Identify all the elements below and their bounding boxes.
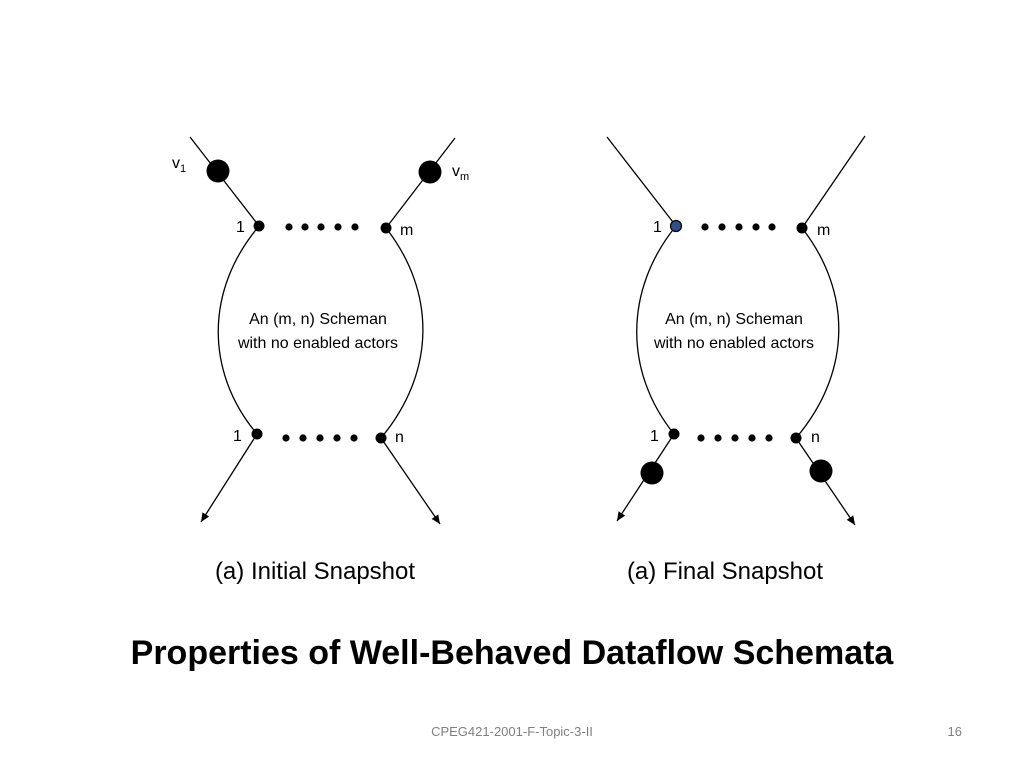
input-port-ellipsis	[285, 223, 359, 231]
footer-text: CPEG421-2001-F-Topic-3-II	[431, 724, 593, 739]
input-port-m	[380, 222, 392, 234]
input-port-1	[669, 219, 683, 233]
input-port-1	[253, 220, 265, 232]
input-port-ellipsis	[701, 223, 776, 231]
token-vm-label: vm	[452, 163, 469, 183]
input-arc-1	[606, 136, 677, 227]
slide-title: Properties of Well-Behaved Dataflow Sche…	[130, 634, 894, 672]
schema-description-line1: An (m, n) Scheman	[665, 311, 803, 328]
input-arc-m	[385, 137, 456, 229]
input-port-m	[796, 222, 808, 234]
input-port-1-label: 1	[653, 219, 662, 236]
schema-left-boundary	[217, 225, 260, 435]
schema-right-boundary	[795, 227, 840, 439]
output-port-1-label: 1	[233, 428, 242, 445]
output-token-n	[809, 459, 833, 483]
final-snapshot-diagram: 1 m An (m, n) Scheman with no enabled ac…	[606, 135, 866, 526]
schema-right-boundary	[380, 227, 424, 439]
output-port-n-label: n	[395, 429, 404, 446]
input-port-1-label: 1	[236, 219, 245, 236]
output-port-ellipsis	[697, 434, 773, 442]
output-port-ellipsis	[282, 434, 358, 442]
schema-diagrams: v1 vm 1 m An (m, n) Scheman with no enab…	[172, 135, 866, 526]
input-port-m-label: m	[817, 222, 830, 239]
output-arc-n	[380, 437, 441, 525]
input-port-m-label: m	[400, 222, 413, 239]
schema-description-line1: An (m, n) Scheman	[249, 311, 387, 328]
input-arc-1	[189, 136, 260, 227]
initial-snapshot-caption: (a) Initial Snapshot	[214, 558, 416, 585]
schema-description-line2: with no enabled actors	[653, 335, 814, 352]
page-number: 16	[947, 724, 962, 739]
input-token-v1	[206, 159, 230, 183]
final-snapshot-caption: (a) Final Snapshot	[626, 558, 824, 585]
schema-description-line2: with no enabled actors	[237, 335, 398, 352]
initial-snapshot-diagram: v1 vm 1 m An (m, n) Scheman with no enab…	[172, 136, 469, 525]
output-port-n-label: n	[811, 429, 820, 446]
input-arc-m	[801, 135, 866, 229]
output-arc-1	[200, 433, 258, 523]
output-port-1-label: 1	[650, 428, 659, 445]
output-token-1	[640, 461, 664, 485]
schema-left-boundary	[636, 225, 677, 435]
input-token-vm	[418, 160, 442, 184]
token-v1-label: v1	[172, 155, 186, 175]
